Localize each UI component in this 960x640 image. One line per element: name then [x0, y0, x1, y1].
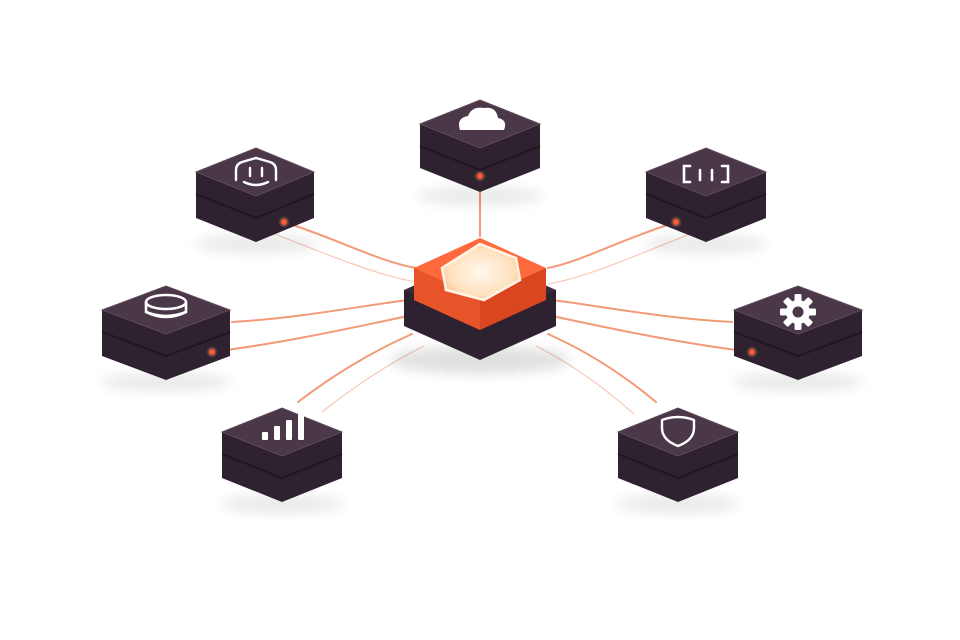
- node-side: [102, 310, 230, 380]
- connector-settings-2: [551, 315, 753, 353]
- hub-side-left: [414, 268, 480, 330]
- connector-settings: [551, 299, 733, 323]
- node-side: [734, 310, 862, 380]
- node-side: [222, 432, 342, 502]
- node-side-band: [645, 193, 767, 220]
- node-shadow: [732, 372, 864, 392]
- node-top: [194, 147, 316, 197]
- node-analytics[interactable]: [220, 407, 344, 514]
- node-database[interactable]: [100, 285, 232, 392]
- node-side-band: [101, 331, 231, 358]
- node-api[interactable]: [194, 147, 318, 254]
- port-cloud-dot: [477, 173, 483, 179]
- node-security[interactable]: [616, 407, 740, 514]
- gear-icon: [780, 294, 816, 330]
- node-shadow: [220, 494, 344, 514]
- connector-database-2: [211, 315, 409, 353]
- node-shadow: [100, 372, 232, 392]
- node-settings[interactable]: [732, 285, 864, 392]
- node-side-band: [617, 453, 739, 480]
- node-cloud[interactable]: [416, 99, 544, 206]
- node-side: [618, 432, 738, 502]
- database-icon: [144, 293, 188, 319]
- connector-database: [231, 299, 409, 323]
- node-side-band: [221, 453, 343, 480]
- bar-chart-icon: [262, 414, 304, 440]
- node-top: [616, 407, 740, 457]
- node-side-band: [195, 193, 315, 220]
- connector-analytics: [297, 333, 413, 403]
- node-shadow: [616, 494, 740, 514]
- cloud-icon: [459, 107, 506, 130]
- shield-icon: [660, 415, 696, 448]
- connector-api: [283, 221, 417, 269]
- connector-code: [547, 221, 677, 269]
- port-code-dot: [673, 219, 679, 225]
- hexagon-icon: [440, 242, 522, 302]
- connector-security: [547, 333, 657, 403]
- node-side-band: [733, 331, 863, 358]
- node-shadow: [644, 234, 768, 254]
- node-top: [644, 147, 768, 197]
- api-connector-icon: [234, 156, 278, 187]
- node-shadow: [194, 234, 318, 254]
- code-brackets-icon: [682, 164, 730, 184]
- port-database-dot: [209, 349, 215, 355]
- node-top: [220, 407, 344, 457]
- node-side: [420, 124, 540, 192]
- node-shadow: [416, 186, 544, 206]
- hub[interactable]: [390, 238, 570, 374]
- port-settings-dot: [749, 349, 755, 355]
- node-code[interactable]: [644, 147, 768, 254]
- port-api-dot: [281, 219, 287, 225]
